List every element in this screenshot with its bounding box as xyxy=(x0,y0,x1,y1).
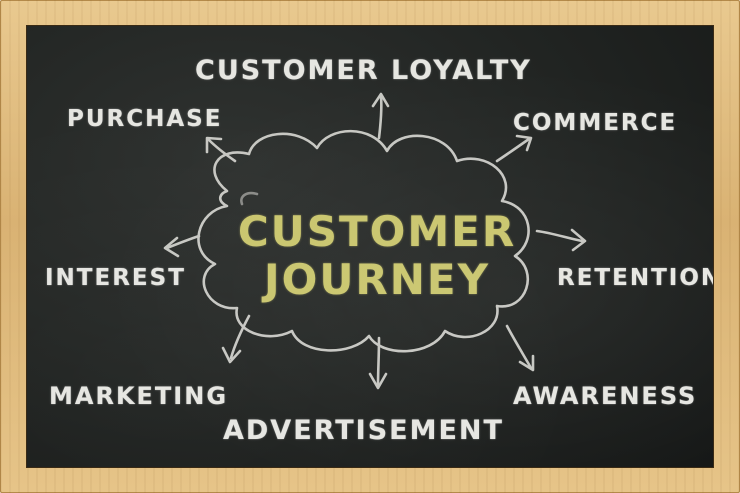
label-advertisement: ADVERTISEMENT xyxy=(223,415,504,446)
label-marketing: MARKETING xyxy=(49,382,229,410)
label-purchase: PURCHASE xyxy=(67,106,223,132)
center-title-line1: CUSTOMER xyxy=(237,207,517,256)
label-retention: RETENTION xyxy=(557,265,714,291)
blackboard: CUSTOMER JOURNEY CUSTOMER LOYALTY PURCHA… xyxy=(26,25,714,468)
cloud-outline xyxy=(197,129,530,353)
label-commerce: COMMERCE xyxy=(513,110,678,136)
label-customer-loyalty: CUSTOMER LOYALTY xyxy=(195,55,532,86)
label-awareness: AWARENESS xyxy=(513,382,698,410)
label-interest: INTEREST xyxy=(45,265,186,291)
chalk-drawing xyxy=(163,92,587,390)
center-title-line2: JOURNEY xyxy=(263,255,491,304)
